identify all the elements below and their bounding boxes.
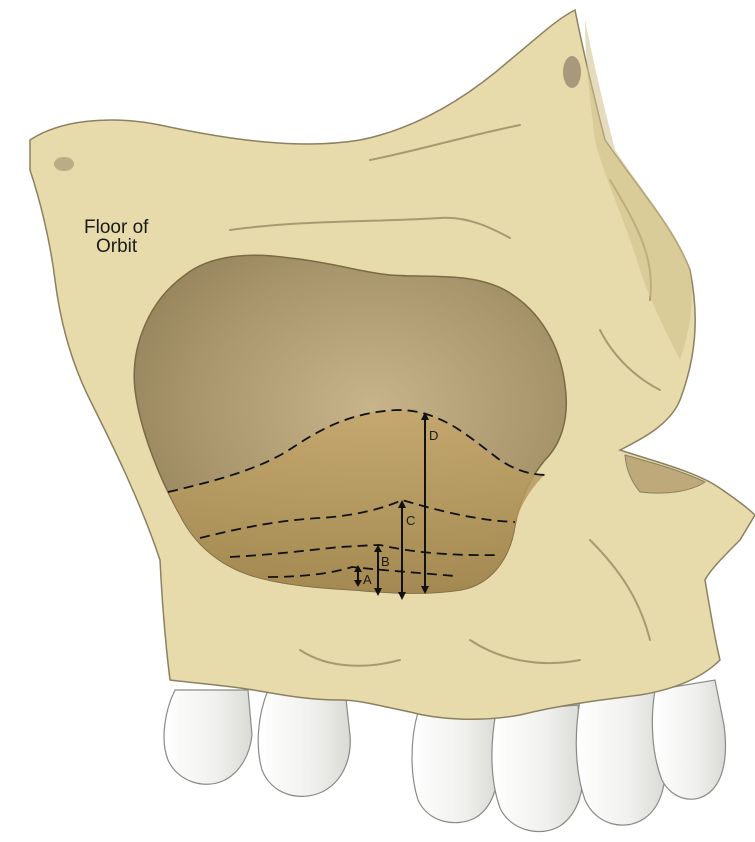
measurement-label-a: A [363,572,372,587]
tooth-4 [492,705,583,832]
tooth-1 [164,690,252,784]
bone-dark-spot-left [54,157,74,171]
floor-of-orbit-label-line2: Orbit [96,236,138,257]
measurement-label-c: C [406,513,415,528]
bone-dark-spot-top [563,56,581,88]
tooth-6 [652,680,725,799]
tooth-2 [258,690,350,796]
tooth-3 [412,712,498,823]
floor-of-orbit-label-line1: Floor of [84,217,149,238]
measurement-label-b: B [381,554,390,569]
measurement-label-d: D [429,428,438,443]
